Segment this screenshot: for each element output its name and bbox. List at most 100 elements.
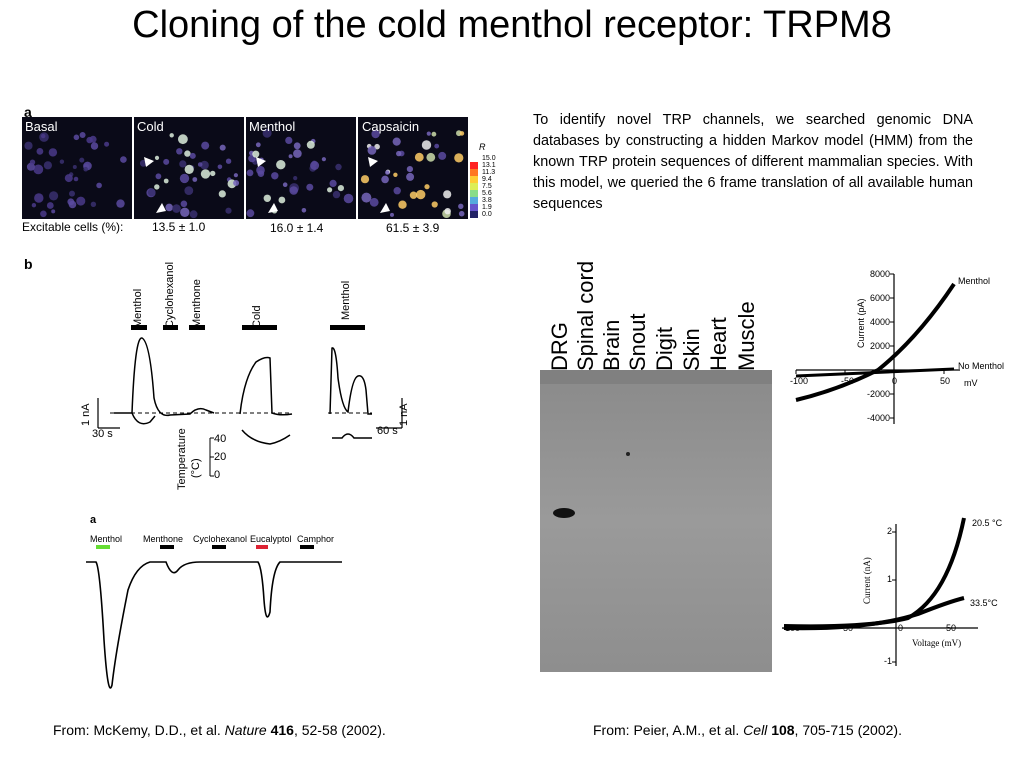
lane-label-muscle: Muscle <box>734 301 759 371</box>
stimulus-bar <box>163 325 178 330</box>
scale-values: 15.0 13.1 11.3 9.4 7.5 5.6 3.8 1.9 0.0 <box>482 155 496 218</box>
patch-clamp-traces <box>97 325 403 477</box>
cell-dot <box>421 140 432 150</box>
cell-dot <box>72 165 77 169</box>
citation-pages: , 705-715 (2002). <box>794 722 902 738</box>
calcium-imaging-panels <box>22 117 478 219</box>
cell-dot <box>49 191 59 201</box>
cell-dot <box>29 159 36 165</box>
cell-dot <box>34 193 44 203</box>
cell-dot <box>169 133 174 138</box>
citation-volume: 416 <box>270 722 294 738</box>
lane-label-heart: Heart <box>706 317 731 371</box>
cell-dot <box>409 191 418 199</box>
cell-dot <box>184 186 194 195</box>
compound-label-eucalyptol: Eucalyptol <box>250 534 292 544</box>
cell-dot <box>332 190 341 199</box>
panel-letter-a-top: a <box>24 104 32 120</box>
citation-right: From: Peier, A.M., et al. Cell 108, 705-… <box>593 722 902 738</box>
cell-dot <box>293 176 298 181</box>
cell-dot <box>398 200 407 209</box>
cell-dot <box>43 161 52 170</box>
lane-label-skin: Skin <box>679 328 704 371</box>
panel-letter-b: b <box>24 256 33 272</box>
cell-dot <box>392 137 401 146</box>
compound-bar-eucalyptol <box>256 545 268 549</box>
time-scale-left: 30 s <box>92 428 113 440</box>
cell-dot <box>285 136 293 144</box>
compound-bar-menthol <box>96 545 110 549</box>
cell-dot <box>321 157 326 162</box>
cell-dot <box>180 207 190 217</box>
cell-dot <box>90 201 97 207</box>
cell-dot <box>454 153 464 163</box>
excitable-menthol: 16.0 ± 1.4 <box>270 221 324 235</box>
excitable-cold: 13.5 ± 1.0 <box>152 220 206 234</box>
stimulus-bar <box>189 325 205 330</box>
scale-value: 15.0 <box>482 155 496 162</box>
cell-dot <box>381 175 389 184</box>
cell-dot <box>73 176 79 182</box>
cell-dot <box>36 148 44 155</box>
citation-left: From: McKemy, D.D., et al. Nature 416, 5… <box>53 722 386 738</box>
temperature-unit: (°C) <box>190 458 202 478</box>
arrowhead <box>268 203 278 213</box>
cell-dot <box>255 142 261 148</box>
iv-bottom-ytick: 1 <box>887 574 893 584</box>
arrowhead <box>380 203 390 213</box>
scale-value: 0.0 <box>482 211 492 218</box>
cell-dot <box>393 172 398 177</box>
arrowhead <box>144 157 154 167</box>
cell-dot <box>327 187 333 193</box>
cell-dot <box>64 174 73 183</box>
citation-pages: , 52-58 (2002). <box>293 722 386 738</box>
cell-dot <box>367 146 377 155</box>
iv-bottom-xtick: -100 <box>782 623 801 633</box>
cell-dot <box>458 203 464 209</box>
cell-dot <box>147 188 156 197</box>
cell-dot <box>416 189 426 200</box>
cell-dot <box>225 207 232 214</box>
intro-paragraph: To identify novel TRP channels, we searc… <box>533 112 973 212</box>
lane-label-drg: DRG <box>547 322 572 371</box>
cell-dot <box>293 149 302 158</box>
cell-dot <box>374 143 380 150</box>
arrowhead <box>156 203 166 213</box>
cell-dot <box>246 209 255 218</box>
temp-tick-40: 40 <box>214 433 227 445</box>
panel-label-cold: Cold <box>137 119 164 134</box>
iv-top-series-no-menthol: No Menthol <box>958 361 1005 371</box>
panel-label-menthol: Menthol <box>249 119 296 134</box>
cell-dot <box>426 131 431 136</box>
stimulus-bar <box>131 325 147 330</box>
northern-blot-image <box>540 370 772 672</box>
cell-dot <box>360 175 370 184</box>
compound-bar-camphor <box>300 545 314 549</box>
iv-top-ytick: -4000 <box>867 413 891 423</box>
panel-label-capsaicin: Capsaicin <box>362 119 420 134</box>
iv-bottom-xtick: 0 <box>898 623 904 633</box>
cell-dot <box>201 141 210 150</box>
cell-dot <box>301 208 307 213</box>
cell-dot <box>48 148 58 157</box>
cell-dot <box>73 134 80 141</box>
cell-dot <box>293 142 301 150</box>
cell-dot <box>40 210 47 218</box>
cell-dot <box>165 203 173 212</box>
cell-dot <box>197 162 203 167</box>
iv-bottom-ylabel: Current (nA) <box>862 557 872 604</box>
cell-dot <box>68 200 77 209</box>
cell-dot <box>459 131 465 136</box>
time-scale-right: 60 s <box>377 425 398 437</box>
cell-dot <box>163 178 169 184</box>
cell-dot <box>69 190 75 197</box>
cell-dot <box>443 190 452 199</box>
cell-dot <box>200 160 209 170</box>
cell-dot <box>282 182 288 187</box>
compound-label-cyclohexanol: Cyclohexanol <box>193 534 248 544</box>
cell-dot <box>180 200 188 208</box>
cell-dot <box>116 199 125 208</box>
cell-dot <box>218 190 226 198</box>
cell-dot <box>46 202 54 209</box>
compound-label-menthone: Menthone <box>143 534 184 544</box>
